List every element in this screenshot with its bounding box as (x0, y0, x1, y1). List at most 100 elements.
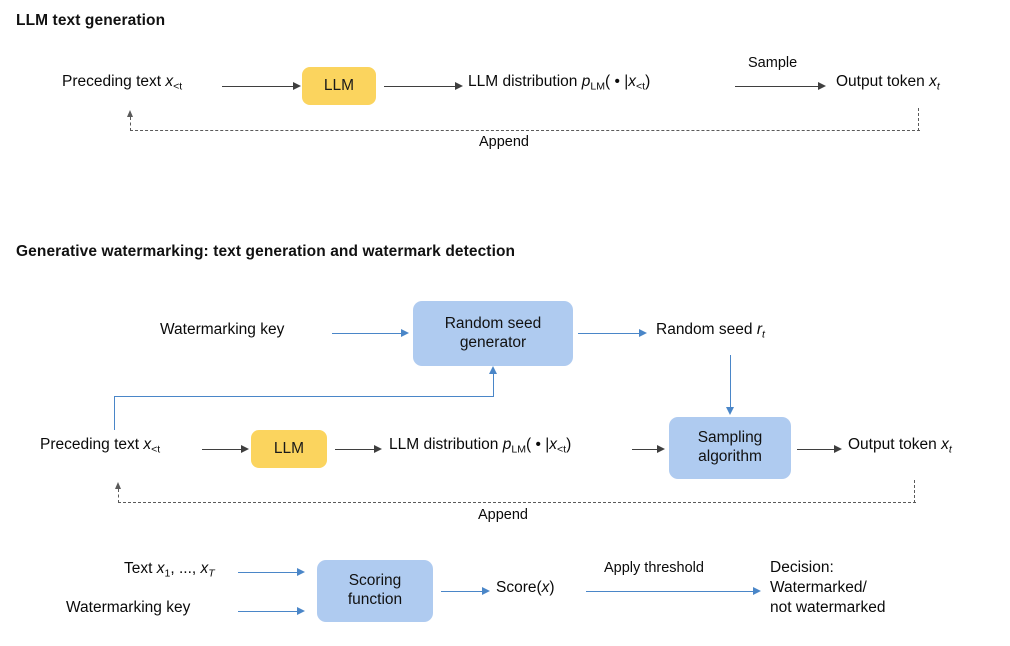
node-watermarking-key-seed: Watermarking key (160, 321, 285, 338)
edge-label-apply-threshold: Apply threshold (604, 560, 704, 576)
node-watermarking-key-scoring: Watermarking key (66, 599, 191, 616)
box-llm-2[interactable]: LLM (251, 430, 327, 468)
node-preceding-text-2: Preceding text x<t (40, 435, 160, 457)
arrow-scoring-to-score-line (441, 591, 485, 592)
box-sampling-algorithm-line2: algorithm (698, 448, 762, 465)
feedback-append-2-arrowhead (114, 482, 121, 489)
node-text-sequence: Text x1, ..., xT (124, 559, 215, 581)
node-score: Score(x) (496, 578, 555, 598)
box-random-seed-generator[interactable]: Random seed generator (413, 301, 573, 366)
arrow-distribution-to-sampling-head (657, 444, 665, 453)
box-llm-label: LLM (323, 76, 355, 94)
feedback-context-arrowhead (488, 366, 497, 374)
arrow-preceding-to-llm-line (222, 86, 296, 87)
feedback-append-right-riser (918, 108, 919, 131)
feedback-context-right-riser (493, 374, 494, 397)
node-text-sequence-sub1: 1 (164, 567, 171, 580)
arrow-key-to-seedgen-head (401, 328, 409, 337)
node-output-token-2-subscript: t (948, 443, 952, 456)
box-sampling-algorithm[interactable]: Sampling algorithm (669, 417, 791, 479)
node-decision-line1: Decision: (770, 559, 834, 576)
arrow-key-to-scoring-line (238, 611, 300, 612)
box-scoring-function-line2: function (347, 591, 403, 608)
arrow-sample-head (818, 81, 826, 90)
node-output-token: Output token xt (836, 72, 940, 94)
arrow-scoring-to-score-head (482, 586, 490, 595)
node-llm-distribution-end: ) (645, 73, 651, 90)
node-score-end: ) (549, 579, 555, 596)
feedback-append-2-right-riser (914, 480, 915, 503)
arrow-seedgen-to-seed-head (639, 328, 647, 337)
edge-label-append: Append (479, 134, 529, 150)
arrow-preceding-to-llm-2-head (241, 444, 249, 453)
node-output-token-label: Output token x (836, 73, 937, 90)
feedback-append-2-left-riser (118, 489, 119, 503)
node-output-token-2-label: Output token x (848, 436, 949, 453)
edge-label-sample: Sample (748, 55, 798, 71)
node-preceding-text-2-subscript: <t (151, 443, 161, 456)
arrow-seed-to-sampling-head (725, 407, 734, 415)
node-text-sequence-mid: , ..., x (170, 560, 209, 577)
arrow-llm-to-distribution-head (455, 81, 463, 90)
arrow-llm-to-distribution-2-line (335, 449, 377, 450)
box-random-seed-generator-line1: Random seed (444, 314, 542, 332)
arrow-sample-line (735, 86, 821, 87)
feedback-context-left-riser (114, 396, 115, 430)
node-random-seed-label: Random seed r (656, 321, 762, 338)
arrow-seedgen-to-seed-line (578, 333, 642, 334)
node-preceding-text-2-label: Preceding text x (40, 436, 152, 453)
section-title-llm-text-generation: LLM text generation (16, 12, 166, 29)
section-title-generative-watermarking: Generative watermarking: text generation… (16, 243, 516, 260)
arrow-apply-threshold-line (586, 591, 756, 592)
node-decision-line2: Watermarked/ (770, 578, 867, 596)
node-decision: Decision: Watermarked/ not watermarked (770, 558, 1000, 617)
node-llm-distribution-2-end: ) (566, 436, 572, 453)
node-preceding-text-subscript: <t (173, 80, 183, 93)
box-llm-2-label: LLM (273, 439, 305, 457)
arrow-key-to-seedgen-line (332, 333, 404, 334)
node-random-seed: Random seed rt (656, 320, 765, 342)
arrow-apply-threshold-head (753, 586, 761, 595)
edge-label-append-2: Append (478, 507, 528, 523)
node-text-sequence-lead: Text x (124, 560, 165, 577)
arrow-preceding-to-llm-head (293, 81, 301, 90)
node-preceding-text: Preceding text x<t (62, 72, 182, 94)
box-scoring-function[interactable]: Scoring function (317, 560, 433, 622)
node-llm-distribution-2-mid: ( • |x (526, 436, 557, 453)
node-llm-distribution: LLM distribution pLM( • |x<t) (468, 72, 650, 94)
node-llm-distribution-2: LLM distribution pLM( • |x<t) (389, 435, 571, 457)
node-llm-distribution-sub2: <t (635, 80, 646, 93)
node-llm-distribution-sub: LM (590, 80, 605, 93)
arrow-text-to-scoring-line (238, 572, 300, 573)
arrow-preceding-to-llm-2-line (202, 449, 244, 450)
feedback-context-horizontal (114, 396, 494, 397)
node-output-token-2: Output token xt (848, 435, 952, 457)
box-random-seed-generator-line2: generator (459, 333, 527, 351)
arrow-seed-to-sampling-line (730, 355, 731, 409)
feedback-append-2-line (118, 502, 916, 503)
node-preceding-text-label: Preceding text x (62, 73, 174, 90)
node-random-seed-subscript: t (761, 328, 765, 341)
box-llm[interactable]: LLM (302, 67, 376, 105)
arrow-sampling-to-output-line (797, 449, 837, 450)
node-llm-distribution-2-sub: LM (511, 443, 526, 456)
node-llm-distribution-2-sub2: <t (556, 443, 567, 456)
feedback-append-line (130, 130, 920, 131)
arrow-llm-to-distribution-2-head (374, 444, 382, 453)
arrow-sampling-to-output-head (834, 444, 842, 453)
arrow-key-to-scoring-head (297, 606, 305, 615)
node-llm-distribution-mid: ( • |x (605, 73, 636, 90)
node-text-sequence-sub2: T (208, 567, 215, 580)
feedback-append-left-riser (130, 117, 131, 131)
arrow-text-to-scoring-head (297, 567, 305, 576)
node-llm-distribution-2-lead: LLM distribution p (389, 436, 512, 453)
box-sampling-algorithm-line1: Sampling (697, 429, 763, 447)
arrow-llm-to-distribution-line (384, 86, 458, 87)
arrow-distribution-to-sampling-line (632, 449, 660, 450)
node-decision-line3: not watermarked (770, 598, 886, 616)
feedback-append-arrowhead (126, 110, 133, 117)
box-scoring-function-line1: Scoring (348, 572, 402, 590)
node-score-lead: Score( (496, 579, 542, 596)
node-score-variable: x (541, 579, 550, 596)
